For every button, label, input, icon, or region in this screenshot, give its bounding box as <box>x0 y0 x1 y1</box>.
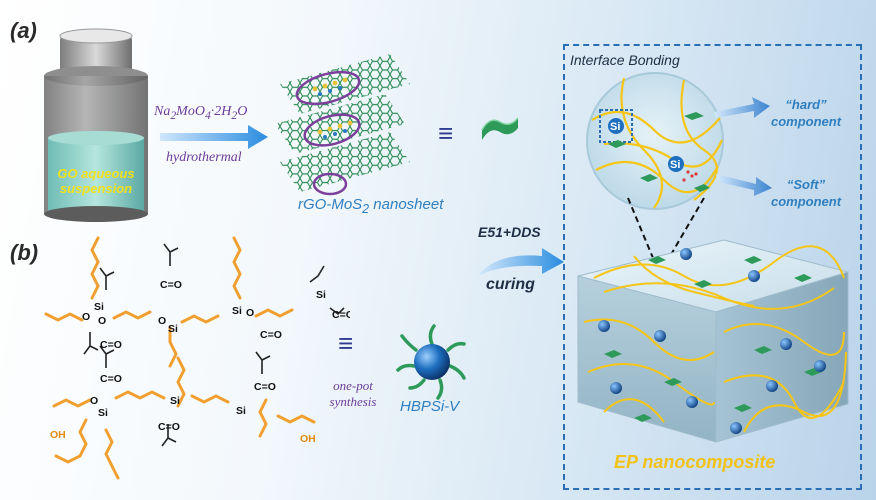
ep-nanocomposite-title: EP nanocomposite <box>614 452 776 472</box>
atom-si-2: Si <box>168 323 178 335</box>
hbpsi-v-sphere-icon <box>396 324 466 400</box>
atom-si-3: Si <box>232 305 242 317</box>
container-label-line2: suspension <box>59 181 133 196</box>
rgo-mos2-prefix: rGO-MoS <box>298 196 363 213</box>
atom-o-3: O <box>158 315 166 327</box>
panel-b-label: (b) <box>10 240 39 265</box>
interface-bonding-title: Interface Bonding <box>570 52 680 68</box>
si-label-zoom-2: Si <box>670 159 680 171</box>
carbonyl-6: C=O <box>158 421 180 433</box>
reagent-sub2: 4 <box>204 108 211 122</box>
reagent-o: O <box>237 104 248 119</box>
atom-si-4: Si <box>316 289 326 301</box>
curing-arrow <box>478 248 564 276</box>
carbonyl-3: C=O <box>260 329 282 341</box>
hydrothermal-arrow <box>160 125 268 149</box>
one-pot-line1: one-pot <box>333 378 373 393</box>
atom-si-7: Si <box>236 405 246 417</box>
ep-nanocomposite-panel <box>563 44 862 490</box>
container-label: GO aqueous suspension <box>40 166 152 196</box>
hbpsi-v-label: HBPSi-V <box>400 398 460 415</box>
rgo-mos2-nanosheet-image <box>275 54 410 196</box>
atom-si-1: Si <box>94 301 104 313</box>
carbonyl-1: C=O <box>100 339 122 351</box>
reagent-sub3: 2 <box>231 108 238 122</box>
terminal-oh-2: OH <box>300 433 316 445</box>
equiv-symbol-a: ≡ <box>438 118 454 148</box>
soft-line1: “Soft” <box>786 177 826 192</box>
soft-line2: component <box>770 194 842 209</box>
hard-component-arrow <box>714 97 770 118</box>
reagent-water: ·2H <box>210 104 232 119</box>
atom-o-4: O <box>246 307 254 319</box>
go-suspension-container <box>44 28 148 222</box>
carbonyl-7: C=O <box>254 381 276 393</box>
one-pot-line2: synthesis <box>329 394 377 409</box>
panel-a-label: (a) <box>10 18 37 43</box>
reagent-na: Na <box>154 104 171 119</box>
interface-zoom-circle: Si Si <box>586 72 724 210</box>
rgo-mos2-sub: 2 <box>362 202 370 216</box>
one-pot-label: one-pot synthesis <box>318 378 388 410</box>
green-sheet-icon <box>481 117 519 140</box>
curing-label: curing <box>486 276 535 293</box>
rgo-mos2-label: rGO-MoS2 nanosheet <box>298 196 443 216</box>
hard-line2: component <box>770 114 842 129</box>
reagent-moo: MoO <box>176 104 205 119</box>
hard-line1: “hard” <box>785 97 827 112</box>
carbonyl-2: C=O <box>160 279 182 291</box>
atom-si-6: Si <box>170 395 180 407</box>
ep-nanocomposite-block <box>577 239 850 443</box>
terminal-oh-1: OH <box>50 429 66 441</box>
hard-component-label: “hard” component <box>758 96 854 130</box>
atom-o-2: O <box>98 315 106 327</box>
soft-component-arrow <box>716 174 772 196</box>
atom-si-5: Si <box>98 407 108 419</box>
atom-o-1: O <box>82 311 90 323</box>
carbonyl-4: C=O <box>332 309 350 321</box>
reagent-formula: Na2MoO4·2H2O <box>154 104 247 122</box>
container-label-line1: GO aqueous <box>57 166 135 181</box>
si-label-zoom-1: Si <box>610 121 620 133</box>
carbonyl-5: C=O <box>100 373 122 385</box>
hydrothermal-label: hydrothermal <box>166 150 242 165</box>
reagent-sub1: 2 <box>170 108 177 122</box>
hbpsi-v-structure: O Si O C=O O Si C=O Si O C=O Si C=O C=O … <box>44 236 350 480</box>
soft-component-label: “Soft” component <box>758 176 854 210</box>
e51-dds-label: E51+DDS <box>478 224 541 240</box>
atom-o-5: O <box>90 395 98 407</box>
rgo-mos2-suffix: nanosheet <box>369 196 444 213</box>
equiv-symbol-b: ≡ <box>338 328 354 358</box>
